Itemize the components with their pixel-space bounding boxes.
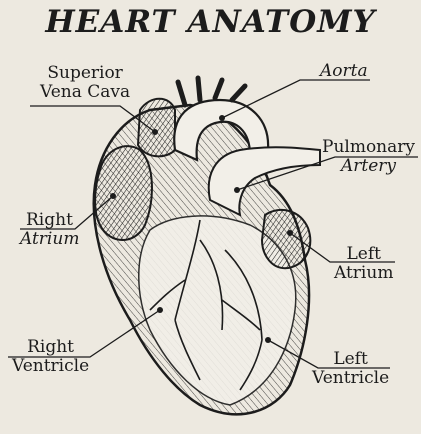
right-atrium-shape [94,145,153,241]
label-right-ventricle: Right Ventricle [12,337,90,376]
label-right-atrium: Right Atrium [20,210,80,249]
aortic-branches [175,75,248,108]
leader-lines [8,79,418,369]
leader-dots [110,115,293,343]
coronary-vessels [149,219,263,391]
leader-pulmonary-artery [236,156,418,191]
label-pulmonary-artery: Pulmonary Artery [322,137,415,176]
label-superior-vena-cava: Superior Vena Cava [40,63,131,102]
label-left-ventricle: Left Ventricle [312,349,390,388]
leader-aorta [221,79,370,119]
leader-superior-vena-cava [30,105,156,133]
left-atrium-shape [260,208,312,270]
leader-left-ventricle [267,339,390,369]
leader-right-ventricle [8,309,161,358]
label-aorta: Aorta [320,61,368,81]
label-left-atrium: Left Atrium [334,244,394,283]
leader-left-atrium [289,232,395,263]
pulmonary-artery-shape [207,146,321,217]
leader-right-atrium [20,195,114,230]
diagram-title: HEART ANATOMY [45,4,376,40]
vena-cava-shape [136,97,176,158]
